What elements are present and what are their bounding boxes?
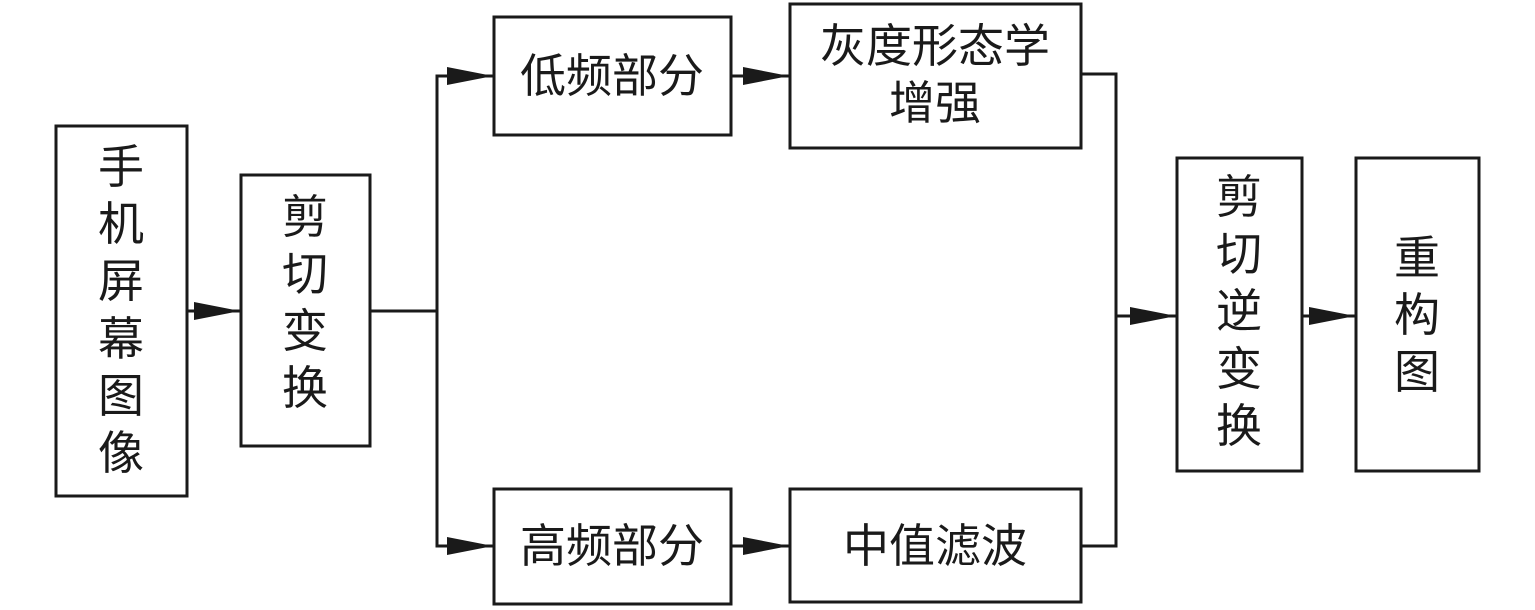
node-phone-screen-image-char: 手 — [98, 140, 144, 194]
node-inverse-shear-char: 变 — [1216, 342, 1262, 396]
node-inverse-shear: 剪 切 逆 变 换 — [1175, 156, 1304, 473]
node-shear-transform-char: 剪 — [282, 190, 328, 244]
node-median-filter-label: 中值滤波 — [843, 519, 1027, 573]
node-inverse-shear-char: 换 — [1216, 399, 1262, 453]
arrow-split-to-high — [435, 311, 493, 555]
node-median-filter: 中值滤波 — [788, 487, 1083, 604]
node-phone-screen-image-char: 机 — [98, 197, 144, 251]
node-high-frequency-label: 高频部分 — [520, 519, 704, 573]
node-reconstructed-image-char: 重 — [1394, 231, 1440, 285]
node-inverse-shear-char: 切 — [1216, 227, 1262, 281]
node-shear-transform-char: 变 — [282, 304, 328, 358]
node-reconstructed-image-char: 构 — [1394, 288, 1440, 342]
node-inverse-shear-char: 逆 — [1216, 284, 1262, 338]
node-phone-screen-image: 手 机 屏 幕 图 像 — [54, 124, 189, 498]
node-shear-transform-char: 换 — [282, 361, 328, 415]
node-shear-transform: 剪 切 变 换 — [239, 173, 372, 448]
node-reconstructed-image: 重 构 图 — [1354, 156, 1481, 473]
node-grayscale-morphology-line1: 灰度形态学 — [820, 19, 1050, 73]
arrow-split-to-low — [435, 67, 493, 311]
node-reconstructed-image-char: 图 — [1394, 345, 1440, 399]
node-high-frequency: 高频部分 — [492, 487, 733, 606]
node-low-frequency: 低频部分 — [492, 15, 733, 137]
node-grayscale-morphology-line2: 增强 — [889, 76, 981, 130]
node-low-frequency-label: 低频部分 — [520, 49, 704, 103]
node-shear-transform-char: 切 — [282, 247, 328, 301]
node-phone-screen-image-char: 图 — [98, 369, 144, 423]
node-phone-screen-image-char: 幕 — [98, 312, 144, 366]
node-grayscale-morphology: 灰度形态学 增强 — [788, 2, 1083, 150]
node-phone-screen-image-char: 像 — [98, 426, 144, 480]
node-inverse-shear-char: 剪 — [1216, 170, 1262, 224]
line-morph-to-merge — [1081, 72, 1118, 548]
node-phone-screen-image-char: 屏 — [98, 254, 144, 308]
